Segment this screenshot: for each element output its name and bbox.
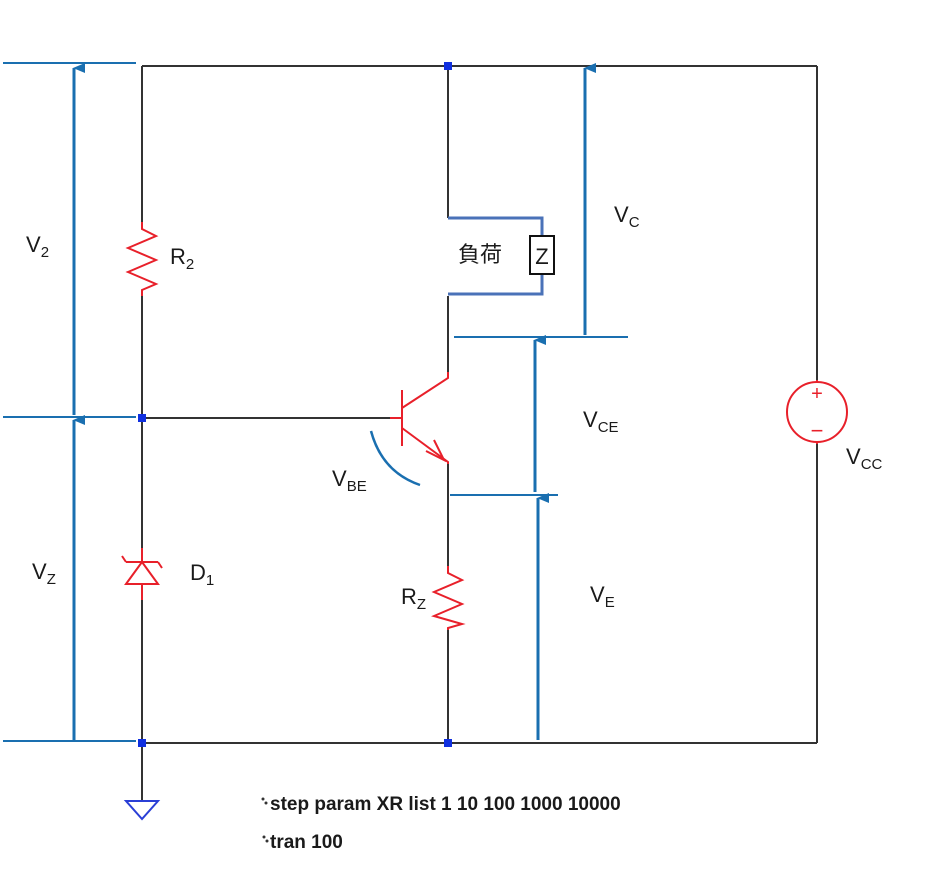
vcc-minus-sign: − [811, 418, 824, 443]
voltage-arrows [72, 63, 596, 740]
load-impedance-box [529, 235, 555, 275]
svg-text:tran 100: tran 100 [270, 832, 343, 853]
spice-directive-step[interactable]: step param XR list 1 10 100 1000 10000 [261, 794, 621, 815]
zener-diode-d1 [121, 548, 163, 600]
load-impedance-label: Z [535, 244, 548, 269]
npn-transistor [390, 372, 449, 464]
voltage-source-vcc [786, 380, 848, 444]
label-vz: VZ [32, 559, 56, 588]
label-vbe: VBE [332, 466, 367, 495]
vbe-arc [369, 430, 421, 487]
label-rz: RZ [401, 584, 426, 613]
label-r2: R2 [170, 244, 194, 273]
load-label: 負荷 [458, 242, 502, 267]
circuit-wires [141, 65, 818, 800]
label-vc: VC [614, 202, 640, 231]
label-d1: D1 [190, 560, 214, 589]
resistor-r2 [125, 222, 159, 296]
label-v2: V2 [26, 232, 49, 261]
label-vcc: VCC [846, 444, 883, 473]
load-loop [448, 216, 544, 296]
svg-text:step param XR list 1 10 100 10: step param XR list 1 10 100 1000 10000 [270, 794, 621, 815]
ground-icon [123, 800, 161, 821]
label-vce: VCE [583, 407, 619, 436]
label-ve: VE [590, 582, 615, 611]
resistor-rz [431, 566, 466, 630]
vcc-plus-sign: + [811, 383, 823, 405]
node-junctions [138, 62, 452, 747]
spice-directive-tran[interactable]: tran 100 [262, 832, 343, 853]
